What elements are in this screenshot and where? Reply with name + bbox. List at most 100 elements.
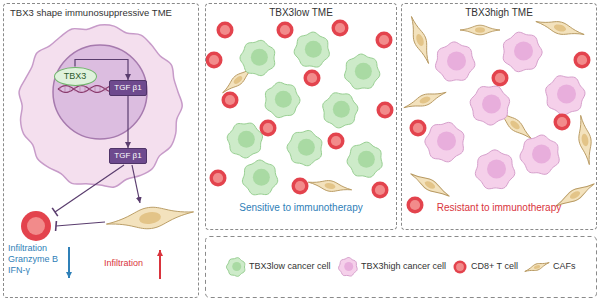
t-cell-body [292,178,309,195]
gene-name: TGF β1 [114,83,141,93]
t-cell-nucleus [380,105,390,115]
cell-nucleus [358,151,375,168]
caf-nucleus [419,95,432,104]
caf-body [524,260,551,275]
t-cell-body [554,114,571,131]
cell-nucleus [275,91,292,108]
t-cell [292,178,309,195]
t-cell [210,170,227,187]
tbx3-low-cancer-cell [345,54,380,89]
t-cell-nucleus [495,73,505,83]
tbx3-low-cancer-cell [242,160,277,195]
dna-rung [85,87,86,92]
t-cell-body [454,261,467,274]
dashed-panel: TBX3 shape immunosuppressive TMETBX3TGF … [3,3,199,298]
caf-nucleus [324,182,336,190]
cell-membrane [475,150,515,189]
cell-nucleus [251,49,268,66]
t-cell [260,120,277,137]
legend-sample [339,258,358,277]
dna-rung [75,87,76,92]
tbx3-high-cancer-cell [425,122,464,161]
tbx3-low-cancer-cell [323,93,358,128]
t-cell-body [332,20,349,37]
t-cell [454,261,467,274]
legend-icons [226,258,550,277]
t-cell-body [260,120,277,137]
tbx3-mechanism-illustration [19,25,195,279]
cell-nucleus [232,262,241,271]
t-cell-body [217,22,234,39]
dna-rung [105,87,106,92]
caf-cell [460,25,500,35]
legend-text: CAFs [553,261,576,272]
cell-nucleus [557,85,576,104]
t-cell-body [21,211,51,241]
inhibition-line [55,165,124,212]
cell-membrane [546,76,585,115]
tbx3-low-cancer-cell [226,258,244,277]
t-cell [574,52,591,69]
cell-membrane [520,135,559,174]
caf-cell [307,177,352,195]
protein-name: TGF β1 [114,151,141,161]
caf-nucleus [415,33,425,47]
tbx3-high-tme [402,14,597,213]
t-cell [328,133,345,150]
caf-nucleus [533,264,540,269]
cell-membrane [227,123,262,158]
panel-title: TBX3high TME [402,7,596,19]
caf-nucleus [424,180,437,191]
cell-membrane [226,258,244,277]
t-cell-body [377,102,394,119]
tbx3-high-cancer-cell [339,258,358,277]
tbx3-low-cancer-cell [265,82,300,117]
t-cell-nucleus [335,23,345,33]
t-cell-nucleus [577,55,587,65]
cell-membrane [503,32,542,72]
t-cell-nucleus [307,73,317,83]
cell-nucleus [333,101,350,118]
caf-nucleus [232,75,243,85]
t-cell-nucleus [456,263,464,271]
t-cell-nucleus [557,117,567,127]
t-cell [410,120,427,137]
protein-name: TBX3 [64,71,87,82]
t-cell-body [304,70,321,87]
tbx3-high-cancer-cell [435,42,474,81]
legend-text: TBX3high cancer cell [361,261,446,272]
caf-cell [408,169,452,201]
t-cell-body [492,70,509,87]
cell-membrane [435,42,474,81]
t-cell-nucleus [213,173,223,183]
caf-body [408,169,452,201]
cell-membrane [470,86,509,125]
cell-membrane [339,258,358,277]
t-cell-body [574,52,591,69]
dna-rung [65,87,66,92]
t-cell [206,52,223,69]
cell-membrane [323,93,358,128]
t-cell-nucleus [280,25,290,35]
caf-cell [524,260,551,275]
legend-text: CD8+ T cell [471,261,518,272]
activation-arrow [132,165,140,203]
caf-nucleus [581,133,590,146]
dna-rung [80,87,81,92]
t-cell [332,20,349,37]
cell-membrane [242,160,277,195]
cell-nucleus [355,63,372,80]
nucleus [53,45,147,139]
cell-membrane [345,54,380,89]
t-cell-nucleus [209,55,219,65]
legend-sample [454,261,467,274]
caf-body [105,201,195,234]
t-cell-nucleus [220,25,230,35]
legend-sample [226,258,244,277]
dna-rung [95,87,96,92]
t-cell [217,22,234,39]
t-cell [376,32,393,49]
